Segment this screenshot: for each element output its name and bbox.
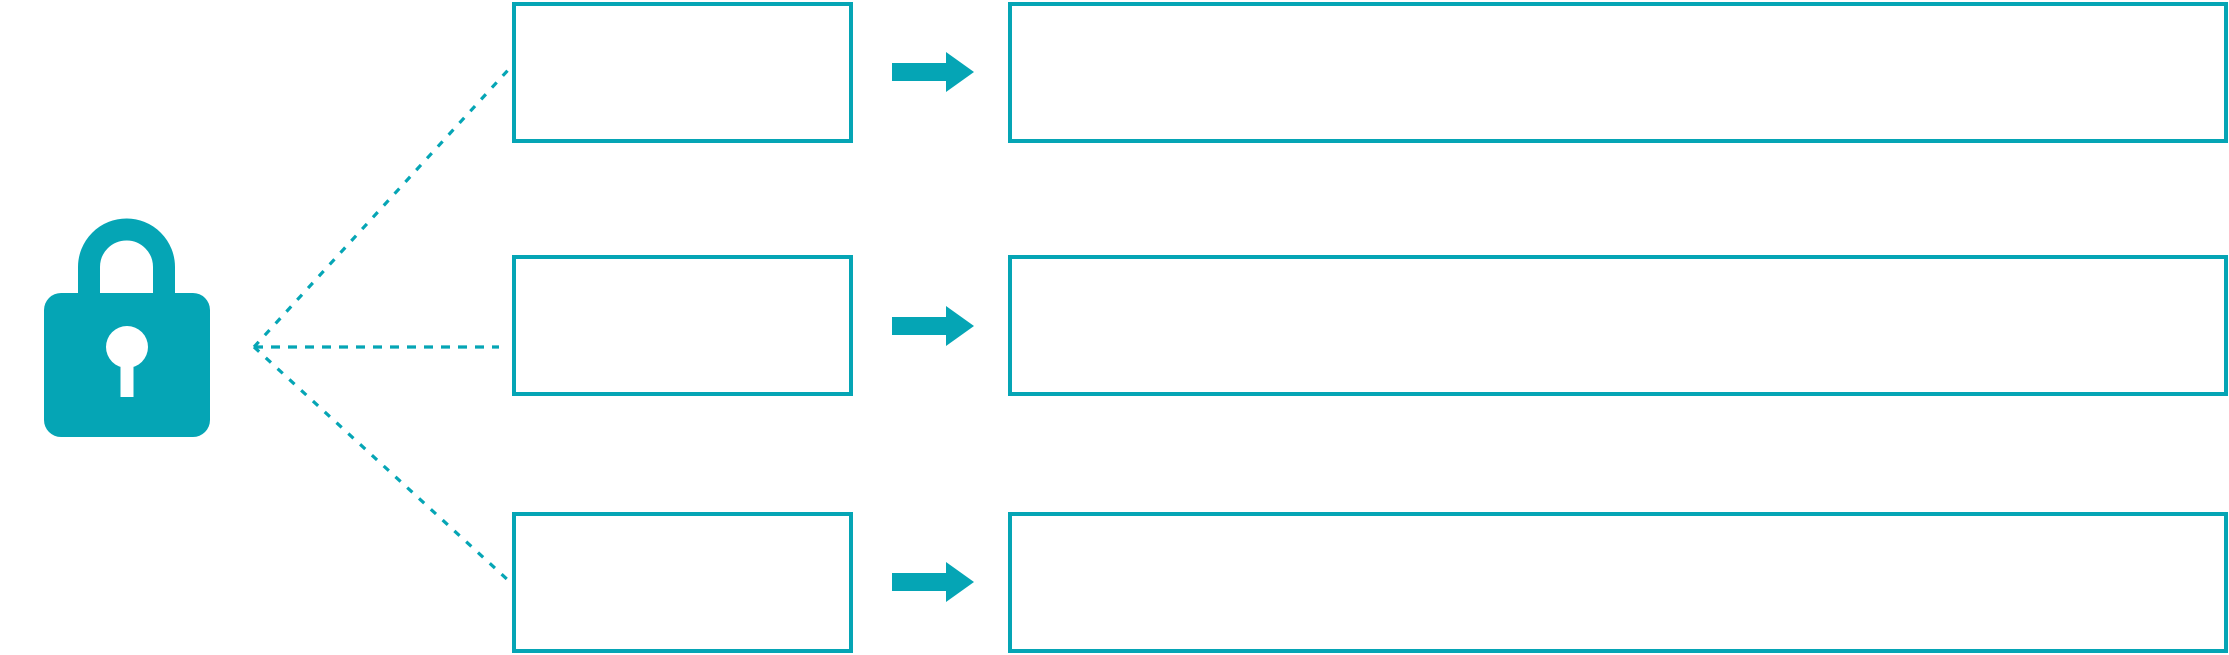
source-box-1 bbox=[512, 2, 853, 143]
target-panel-2 bbox=[1008, 255, 2228, 396]
lock-icon bbox=[44, 218, 210, 437]
lock-shackle bbox=[78, 218, 175, 300]
connector-lines bbox=[252, 67, 511, 583]
arrow-right-icon bbox=[892, 306, 974, 346]
connector-line-top bbox=[252, 67, 511, 349]
source-box-2 bbox=[512, 255, 853, 396]
source-box-3 bbox=[512, 512, 853, 653]
connector-line-bottom bbox=[252, 345, 511, 583]
target-panel-1 bbox=[1008, 2, 2228, 143]
lock-keyhole-stem bbox=[120, 350, 134, 397]
target-panel-3 bbox=[1008, 512, 2228, 653]
lock-keyhole bbox=[106, 326, 148, 368]
arrow-right-icon bbox=[892, 52, 974, 92]
arrow-right-icon bbox=[892, 562, 974, 602]
